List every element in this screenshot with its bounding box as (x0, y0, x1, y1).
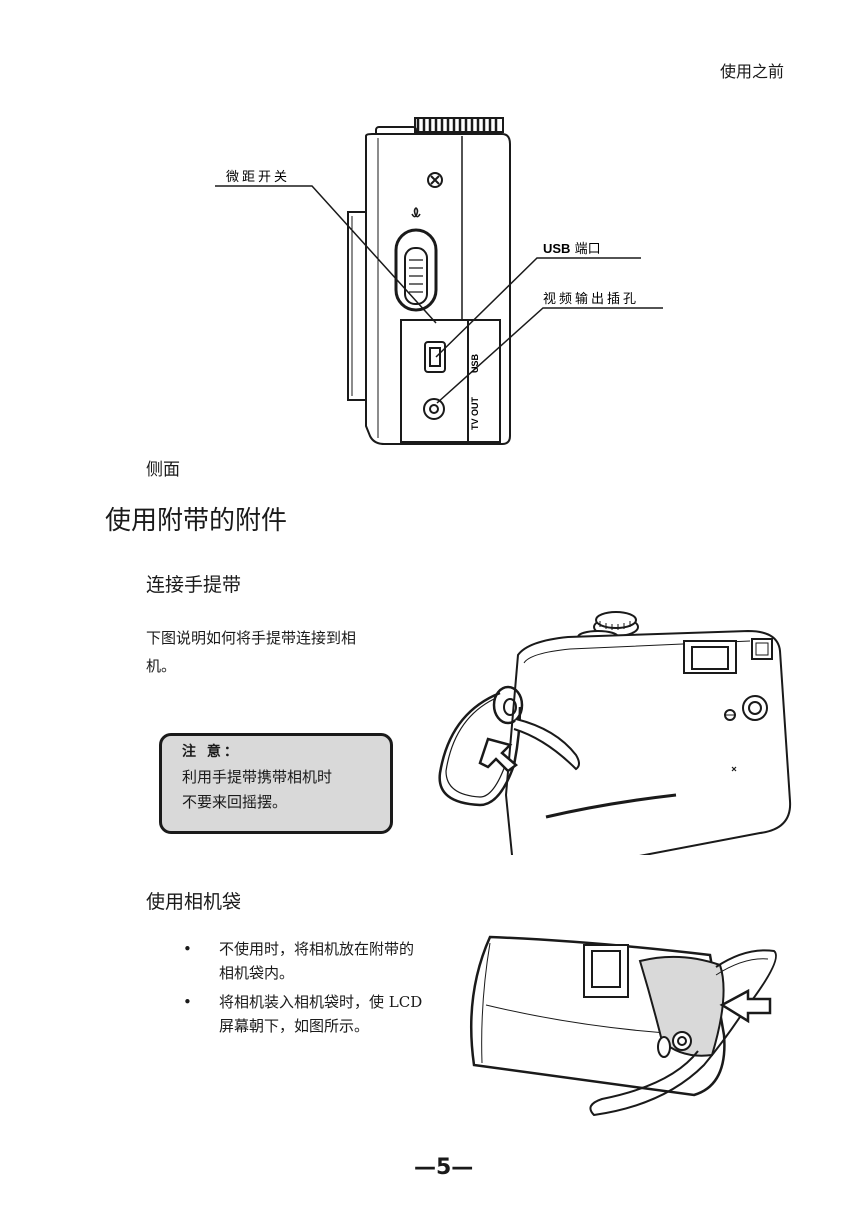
page-header-section: 使用之前 (719, 62, 784, 81)
note-title: 注 意： (182, 744, 241, 760)
callout-macro-switch: 微距开关 (226, 170, 290, 185)
callout-usb-port: USB 端口 (543, 241, 601, 257)
bullet-marker: • (183, 940, 192, 958)
strap-description: 下图说明如何将手提带连接到相 机。 (146, 629, 357, 675)
note-box: 注 意： 利用手提带携带相机时 不要来回摇摆。 (159, 733, 393, 834)
camera-strap-figure (438, 611, 792, 855)
page-number: —5— (414, 1155, 474, 1180)
bullet-marker: • (183, 993, 192, 1011)
subsection-title-strap: 连接手提带 (146, 574, 242, 596)
note-line: 不要来回摇摆。 (182, 793, 288, 811)
camera-case-figure (470, 935, 777, 1117)
camera-side-view-figure: 微距开关 USB 端口 视频输出插孔 USB TV OUT (215, 117, 663, 445)
subsection-title-bag: 使用相机袋 (146, 891, 242, 913)
note-line: 利用手提带携带相机时 (182, 768, 333, 786)
callout-video-out-jack: 视频输出插孔 (543, 291, 639, 307)
port-usb-label: USB (470, 353, 480, 373)
section-title: 使用附带的附件 (105, 506, 288, 536)
figure-caption-side: 侧面 (146, 460, 180, 480)
port-tv-out-label: TV OUT (470, 396, 480, 430)
